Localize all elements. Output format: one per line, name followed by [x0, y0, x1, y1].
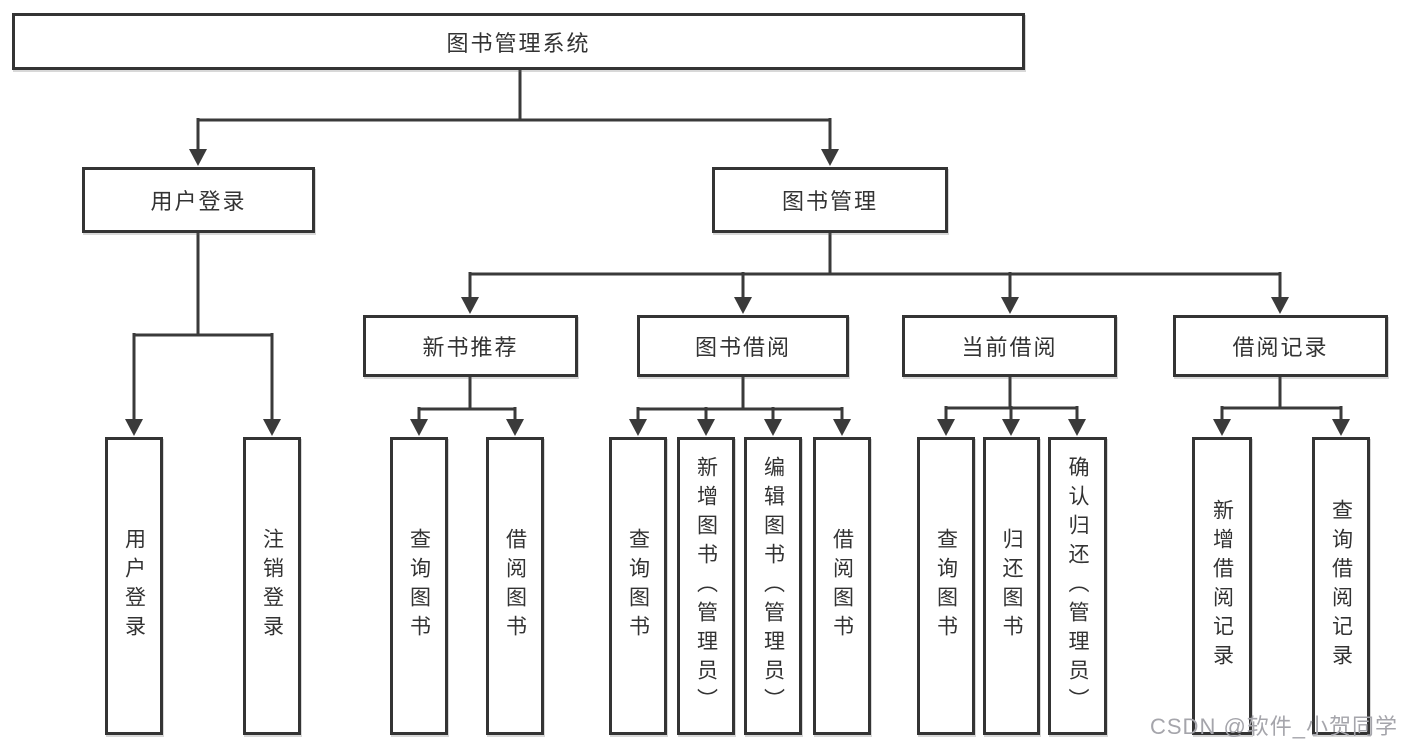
- connector-book-management: [461, 233, 1289, 314]
- connector-root: [189, 70, 839, 166]
- leaf-borrow-add-books-admin: 新增图书（管理员）: [677, 437, 735, 735]
- leaf-current-confirm-return-admin-label: 确认归还（管理员）: [1066, 455, 1089, 717]
- node-book-management-label: 图书管理: [781, 189, 878, 214]
- node-user-login-label: 用户登录: [150, 189, 247, 214]
- node-root-system: 图书管理系统: [12, 13, 1025, 70]
- leaf-logout: 注销登录: [243, 437, 301, 735]
- leaf-records-query-record: 查询借阅记录: [1312, 437, 1370, 735]
- node-new-book-recommend-label: 新书推荐: [422, 335, 519, 360]
- connector-user-login: [125, 232, 281, 436]
- leaf-records-add-record: 新增借阅记录: [1192, 437, 1252, 735]
- leaf-current-return-books: 归还图书: [983, 437, 1040, 735]
- node-root-label: 图书管理系统: [446, 30, 591, 56]
- leaf-newrec-borrow-books: 借阅图书: [486, 437, 544, 735]
- node-current-borrow: 当前借阅: [902, 315, 1117, 377]
- leaf-borrow-borrow-books: 借阅图书: [813, 437, 871, 735]
- node-book-borrow: 图书借阅: [637, 315, 849, 377]
- leaf-records-add-record-label: 新增借阅记录: [1210, 499, 1234, 673]
- leaf-borrow-query-books-label: 查询图书: [626, 528, 650, 644]
- leaf-newrec-query-books-label: 查询图书: [407, 528, 431, 644]
- leaf-current-return-books-label: 归还图书: [1000, 528, 1023, 644]
- leaf-borrow-edit-books-admin-label: 编辑图书（管理员）: [761, 455, 785, 717]
- connector-current-borrow: [937, 377, 1086, 436]
- leaf-current-query-books: 查询图书: [917, 437, 975, 735]
- watermark: CSDN @软件_小贺同学: [1150, 714, 1399, 739]
- leaf-user-login: 用户登录: [105, 437, 163, 735]
- node-book-management: 图书管理: [712, 167, 948, 233]
- node-current-borrow-label: 当前借阅: [961, 335, 1058, 360]
- leaf-newrec-query-books: 查询图书: [390, 437, 448, 735]
- leaf-logout-label: 注销登录: [260, 528, 284, 644]
- leaf-newrec-borrow-books-label: 借阅图书: [503, 528, 527, 644]
- leaf-borrow-add-books-admin-label: 新增图书（管理员）: [694, 455, 718, 717]
- connector-new-book-recommend: [410, 377, 524, 436]
- node-user-login: 用户登录: [82, 167, 315, 233]
- connector-borrow-records: [1213, 377, 1350, 436]
- leaf-borrow-edit-books-admin: 编辑图书（管理员）: [744, 437, 802, 735]
- node-borrow-records-label: 借阅记录: [1232, 335, 1329, 360]
- leaf-borrow-borrow-books-label: 借阅图书: [830, 528, 854, 644]
- leaf-records-query-record-label: 查询借阅记录: [1329, 499, 1353, 673]
- node-borrow-records: 借阅记录: [1173, 315, 1388, 377]
- leaf-borrow-query-books: 查询图书: [609, 437, 667, 735]
- node-new-book-recommend: 新书推荐: [363, 315, 578, 377]
- leaf-current-confirm-return-admin: 确认归还（管理员）: [1048, 437, 1107, 735]
- connector-book-borrow: [629, 377, 851, 436]
- leaf-user-login-label: 用户登录: [122, 528, 146, 644]
- node-book-borrow-label: 图书借阅: [694, 335, 791, 360]
- leaf-current-query-books-label: 查询图书: [934, 528, 958, 644]
